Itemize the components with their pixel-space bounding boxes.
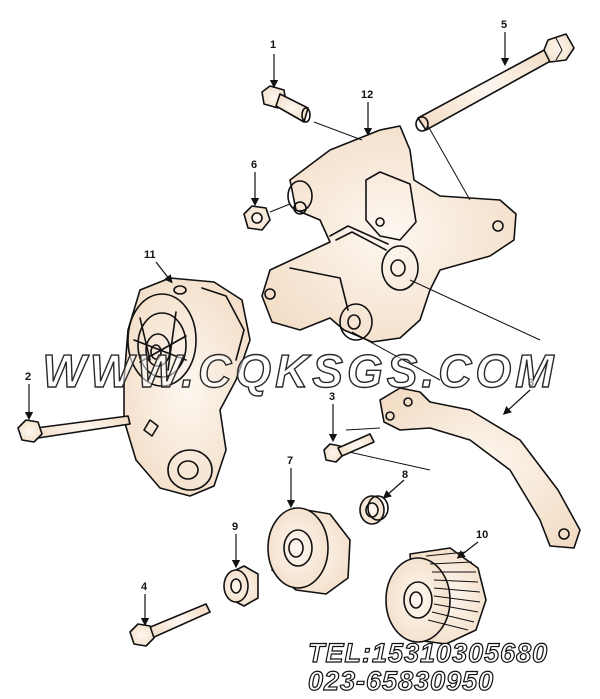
callout-8: 8 [402,469,408,481]
curved-arm-part-3 [379,387,581,549]
bolt-part-1 [261,85,311,123]
callout-12: 12 [361,89,373,101]
callout-labels: 1 2 3 3 4 5 6 7 8 9 10 11 12 [25,19,534,593]
long-bolt-part-5 [415,33,575,132]
callout-9: 9 [232,521,238,533]
callout-10: 10 [476,529,488,541]
contact-telephone: TEL:15310305680 [307,638,549,668]
nut-part-6 [243,205,271,231]
bolt-part-3 [323,433,375,463]
callout-3-arm: 3 [528,377,534,389]
callout-6: 6 [251,159,257,171]
callout-1: 1 [270,39,276,51]
callout-5: 5 [501,19,507,31]
callout-7: 7 [287,455,293,467]
bolt-part-4 [129,603,211,647]
callout-2: 2 [25,371,31,383]
callout-4: 4 [141,581,148,593]
contact-fax: 023-65830950 [307,666,495,696]
spacer-part-9 [223,565,259,607]
callout-3-bolt: 3 [329,391,335,403]
website-watermark: WWW.CQKSGS.COM [42,344,558,397]
bolt-part-2 [17,415,131,443]
washer-part-8 [359,495,389,525]
callout-11: 11 [144,249,156,261]
alignment-lines [199,121,541,471]
mounting-bracket-part-12 [261,125,517,343]
idler-pulley-part-7 [267,507,351,595]
belt-tensioner-part-11 [123,277,251,497]
leader-lines [24,32,531,627]
grooved-pulley-part-10 [385,547,487,645]
